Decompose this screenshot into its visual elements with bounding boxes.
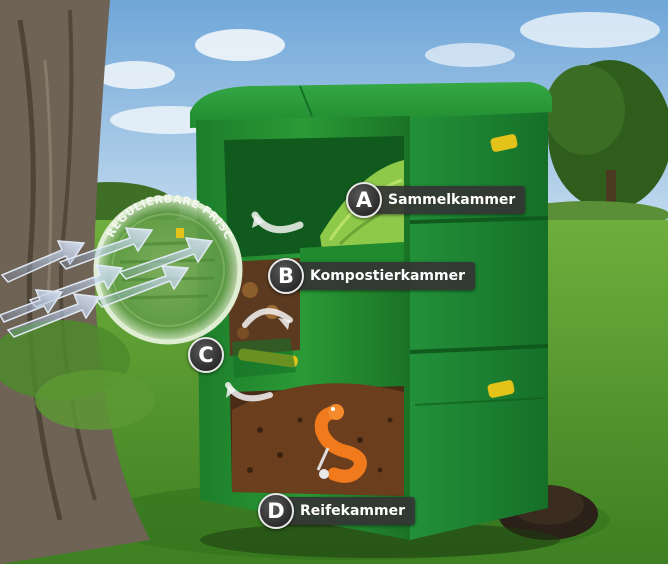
chamber-d-badge: D xyxy=(258,493,294,529)
chamber-b-label: Kompostierkammer xyxy=(296,262,476,290)
chamber-c-badge: C xyxy=(188,337,224,373)
chamber-b-badge: B xyxy=(268,258,304,294)
chamber-a-badge: A xyxy=(346,182,382,218)
chamber-c-callout: C xyxy=(188,337,224,373)
chamber-d-callout: D Reifekammer xyxy=(258,493,415,529)
chamber-d-label: Reifekammer xyxy=(286,497,415,525)
chamber-b-callout: B Kompostierkammer xyxy=(268,258,476,294)
chamber-a-label: Sammelkammer xyxy=(374,186,526,214)
chamber-a-callout: A Sammelkammer xyxy=(346,182,526,218)
